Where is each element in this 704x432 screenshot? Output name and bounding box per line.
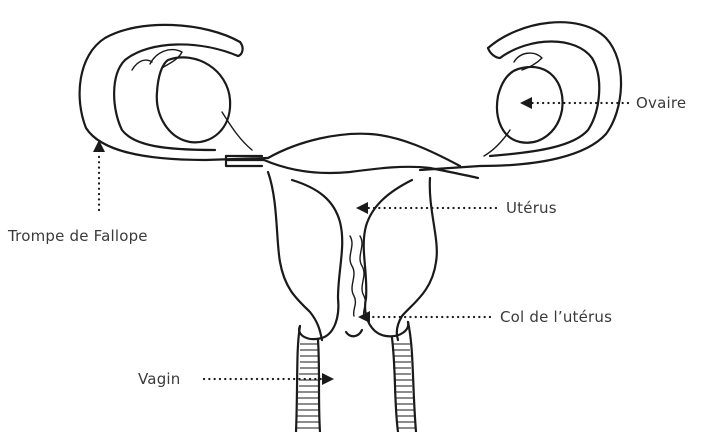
left-ovary xyxy=(157,57,252,150)
ovary-leader xyxy=(520,97,628,109)
vagina-label: Vagin xyxy=(138,370,180,388)
uterus-leader xyxy=(356,202,496,214)
ovary-label: Ovaire xyxy=(636,94,686,112)
fallopian-tube-leader xyxy=(93,140,105,210)
cervix-leader xyxy=(358,311,490,323)
right-ovary xyxy=(484,67,563,156)
uterus-body xyxy=(226,134,478,340)
vagina-leader xyxy=(204,373,334,385)
fallopian-tube-label: Trompe de Fallope xyxy=(7,227,148,245)
cervix-label: Col de l’utérus xyxy=(500,308,612,326)
right-fallopian-tube xyxy=(420,22,621,170)
left-fallopian-tube xyxy=(80,25,268,160)
uterus-label: Utérus xyxy=(506,199,557,217)
